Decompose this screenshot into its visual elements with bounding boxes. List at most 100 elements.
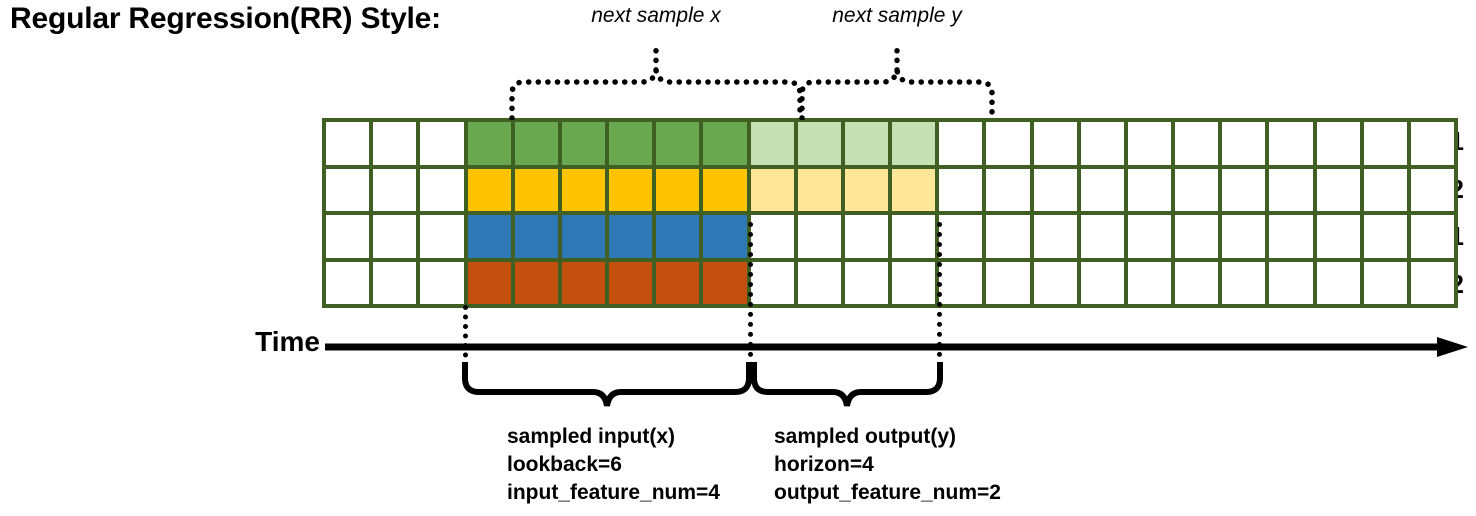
annotation-output-title: sampled output(y) [774,425,956,448]
grid-cell [514,215,558,258]
annotation-input-title: sampled input(x) [507,425,676,448]
grid-cell [420,261,464,304]
grid-cell [797,122,841,165]
grid-cell [420,122,464,165]
grid-cell [373,122,417,165]
grid-cell [467,215,511,258]
grid-cell [1410,261,1454,304]
guide-line-output-end [937,222,942,367]
grid-cell [939,122,983,165]
timeline-grid [322,118,1458,308]
grid-cell [1175,215,1219,258]
grid-cell [656,122,700,165]
annotation-input-feature-num: input_feature_num=4 [507,480,720,504]
grid-cell [939,261,983,304]
grid-cell [1316,215,1360,258]
annotation-output-horizon: horizon=4 [774,452,874,476]
grid-cell [986,215,1030,258]
grid-cell [326,122,370,165]
brace-sampled-input [460,360,754,416]
grid-cell [1316,168,1360,211]
grid-cell [1127,122,1171,165]
grid-cell [1222,122,1266,165]
grid-cell [656,168,700,211]
grid-cell [1033,261,1077,304]
grid-cell [561,122,605,165]
grid-cell [1222,261,1266,304]
grid-cell [561,168,605,211]
grid-cell [892,168,936,211]
grid-cell [1410,215,1454,258]
grid-cell [467,122,511,165]
time-axis-arrow [325,337,1468,357]
grid-cell [1269,122,1313,165]
brace-next-sample-x [505,36,807,121]
grid-cell [1269,261,1313,304]
grid-cell [514,261,558,304]
grid-cell [373,168,417,211]
guide-line-input-end [748,222,753,367]
page-title: Regular Regression(RR) Style: [10,2,441,35]
grid-cell [703,168,747,211]
annotation-sampled-input: sampled input(x) lookback=6 input_featur… [507,423,720,507]
grid-cell [986,261,1030,304]
annotation-sampled-output: sampled output(y) horizon=4 output_featu… [774,423,1001,507]
grid-cell [420,168,464,211]
grid-cell [844,215,888,258]
grid-cell [797,261,841,304]
grid-cell [1316,122,1360,165]
grid-cell [1080,215,1124,258]
grid-cell [514,168,558,211]
grid-cell [1080,168,1124,211]
grid-cell [609,215,653,258]
grid-cell [797,215,841,258]
brace-next-sample-y [795,36,999,121]
brace-label-next-sample-x: next sample x [591,4,721,27]
grid-cell [844,261,888,304]
grid-cell [1175,261,1219,304]
grid-cell [1363,122,1407,165]
grid-cell [467,261,511,304]
annotation-input-lookback: lookback=6 [507,452,622,476]
grid-cell [1222,215,1266,258]
grid-cell [1222,168,1266,211]
brace-label-next-sample-y: next sample y [832,4,962,27]
grid-cell [892,261,936,304]
grid-cell [797,168,841,211]
grid-cell [1175,122,1219,165]
grid-cell [1127,261,1171,304]
grid-cell [1033,215,1077,258]
grid-cell [1080,261,1124,304]
grid-cell [326,168,370,211]
grid-cell [1363,261,1407,304]
grid-cell [1316,261,1360,304]
grid-cell [750,168,794,211]
grid-cell [939,168,983,211]
grid-cell [892,122,936,165]
grid-cell [656,215,700,258]
grid-cell [750,261,794,304]
grid-cell [1127,215,1171,258]
grid-cell [656,261,700,304]
grid-cell [844,168,888,211]
grid-cell [939,215,983,258]
grid-cell [703,215,747,258]
annotation-output-feature-num: output_feature_num=2 [774,480,1001,504]
grid-cell [750,215,794,258]
grid-cell [373,215,417,258]
grid-cell [420,215,464,258]
grid-cell [1175,168,1219,211]
grid-cell [609,261,653,304]
grid-cell [703,261,747,304]
grid-cell [1033,122,1077,165]
brace-sampled-output [749,360,945,416]
grid-cell [1269,215,1313,258]
grid-cell [703,122,747,165]
grid-cell [750,122,794,165]
time-axis-label: Time [255,326,320,357]
grid-cell [1080,122,1124,165]
grid-cell [986,122,1030,165]
grid-cell [326,215,370,258]
grid-cell [1363,168,1407,211]
grid-cell [326,261,370,304]
